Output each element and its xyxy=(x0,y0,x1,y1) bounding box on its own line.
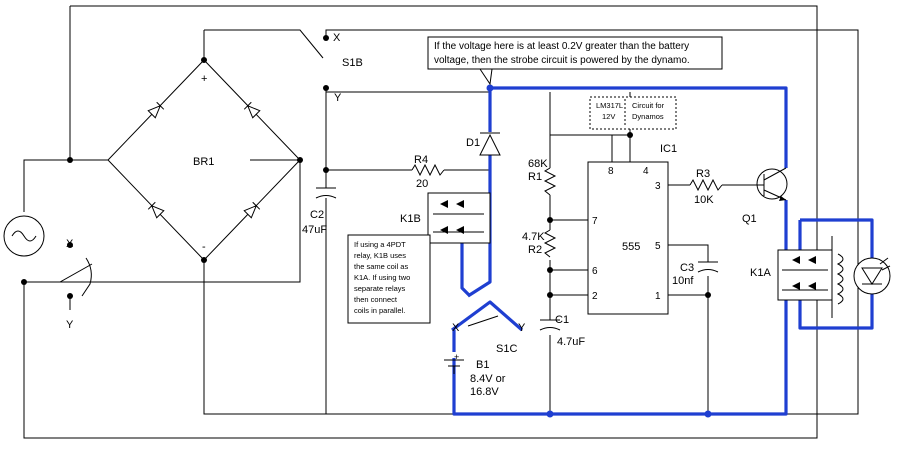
relay-note-line-5: separate relays xyxy=(354,284,406,293)
r3-label: R3 xyxy=(696,168,710,180)
note-dynamo-voltage xyxy=(427,36,723,86)
lm317-line-2: 12V xyxy=(602,112,615,121)
br1-plus-label: + xyxy=(201,73,207,85)
c1-label: C1 xyxy=(555,314,569,326)
relay-note-line-1: If using a 4PDT xyxy=(354,240,406,249)
pin-2-label: 2 xyxy=(592,291,598,302)
r1-value: 68K xyxy=(528,158,548,170)
ic1-label: IC1 xyxy=(660,143,677,155)
s1c-y-label: Y xyxy=(518,322,526,334)
s1b-label: S1B xyxy=(342,57,363,69)
capacitor-c2 xyxy=(315,187,337,199)
capacitor-c3 xyxy=(697,261,719,273)
pin-4-label: 4 xyxy=(643,166,649,177)
strobe-lamp xyxy=(853,257,891,295)
relay-note-line-3: the same coil as xyxy=(354,262,408,271)
lm317-dynamo-box xyxy=(589,96,677,130)
c2-label: C2 xyxy=(310,209,324,221)
b1-label: B1 xyxy=(476,359,489,371)
b1-voltage-1: 8.4V or xyxy=(470,373,506,385)
c2-value: 47uF xyxy=(302,224,327,236)
ic-name-label: 555 xyxy=(622,241,640,253)
br1-minus-label: - xyxy=(202,241,206,253)
relay-note-line-6: then connect xyxy=(354,295,398,304)
relay-note-line-7: coils in parallel. xyxy=(354,306,405,315)
relay-k1a xyxy=(777,249,844,305)
left-switch-y-label: Y xyxy=(66,319,74,331)
c3-label: C3 xyxy=(680,262,694,274)
relay-note-line-4: K1A. If using two xyxy=(354,273,410,282)
r4-value: 20 xyxy=(416,178,428,190)
note-relay xyxy=(347,234,431,324)
r2-value: 4.7K xyxy=(522,231,545,243)
k1b-label: K1B xyxy=(400,213,421,225)
resistor-r1 xyxy=(543,167,557,196)
capacitor-c1 xyxy=(539,319,561,331)
pin-6-label: 6 xyxy=(592,266,598,277)
d1-label: D1 xyxy=(466,137,480,149)
pin-1-label: 1 xyxy=(655,291,661,302)
note-top-line-1: If the voltage here is at least 0.2V gre… xyxy=(434,41,689,52)
s1c-label: S1C xyxy=(496,343,517,355)
resistor-r3 xyxy=(689,178,723,192)
relay-note-line-2: relay, K1B uses xyxy=(354,251,406,260)
bridge-rectifier-br1 xyxy=(107,59,301,261)
battery-b1 xyxy=(444,359,464,374)
r1-label: R1 xyxy=(528,171,542,183)
ac-source xyxy=(3,215,45,257)
junctions xyxy=(21,35,712,418)
ic1-555-timer xyxy=(587,161,669,315)
pin-7-label: 7 xyxy=(592,216,598,227)
r3-value: 10K xyxy=(694,194,714,206)
r4-label: R4 xyxy=(414,154,428,166)
s1b-x-label: X xyxy=(333,32,341,44)
relay-k1b xyxy=(427,192,491,244)
b1-voltage-2: 16.8V xyxy=(470,386,499,398)
s1c-x-label: X xyxy=(452,322,460,334)
left-switch-x-label: X xyxy=(66,238,74,250)
note-top-line-2: voltage, then the strobe circuit is powe… xyxy=(434,55,690,66)
c1-value: 4.7uF xyxy=(557,336,585,348)
lm317-line-1: LM317L xyxy=(596,101,623,110)
resistor-r4 xyxy=(411,163,445,177)
k1a-label: K1A xyxy=(750,267,771,279)
pin-8-label: 8 xyxy=(608,166,614,177)
pin-5-label: 5 xyxy=(655,241,661,252)
transistor-q1 xyxy=(750,167,788,201)
battery-plus-label: + xyxy=(454,352,459,362)
diode-d1 xyxy=(479,132,501,156)
r2-label: R2 xyxy=(528,244,542,256)
resistor-r2 xyxy=(543,229,557,258)
wires xyxy=(23,5,859,439)
br1-label: BR1 xyxy=(193,156,214,168)
dynamo-line-1: Circuit for xyxy=(632,101,665,110)
q1-label: Q1 xyxy=(742,213,757,225)
pin-3-label: 3 xyxy=(655,181,661,192)
c3-value: 10nf xyxy=(672,275,694,287)
dynamo-line-2: Dynamos xyxy=(632,112,664,121)
s1b-y-label: Y xyxy=(334,92,342,104)
